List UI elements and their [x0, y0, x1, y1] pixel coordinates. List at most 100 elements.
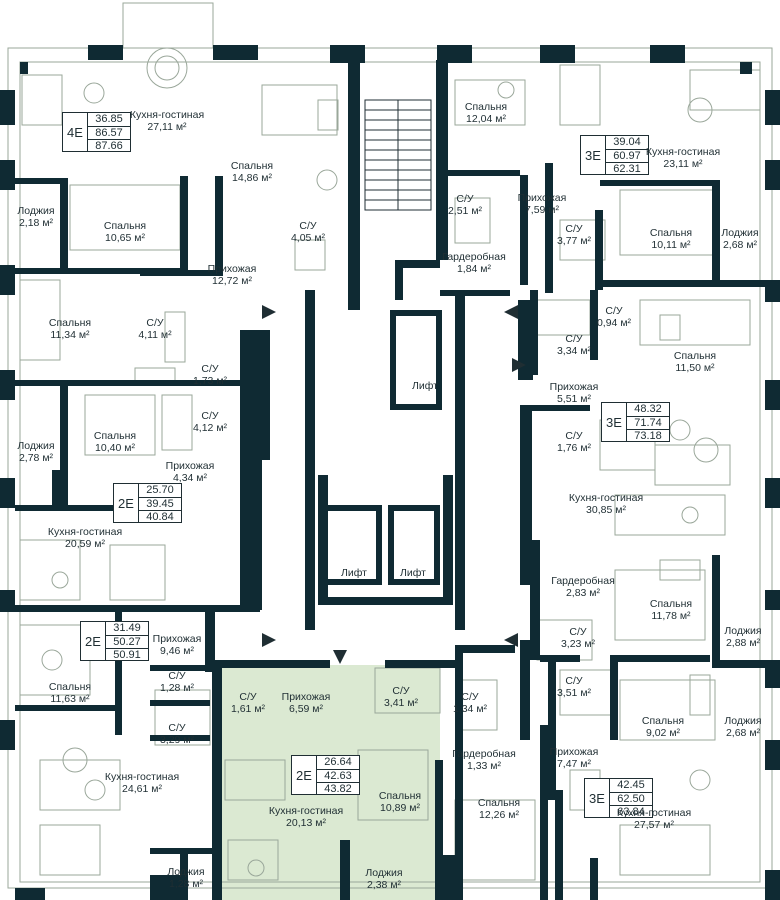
- room-area: 3,51 м²: [556, 687, 592, 699]
- room-area: 2,88 м²: [725, 637, 761, 649]
- room-area: 3,77 м²: [556, 235, 592, 247]
- area-full: 43.82: [324, 783, 352, 796]
- room-area: 1,33 м²: [466, 760, 502, 772]
- room-area: 3,34 м²: [556, 345, 592, 357]
- apartment-type: 4Е: [67, 124, 83, 140]
- room-name: С/У: [605, 305, 623, 317]
- room-name: Спальня: [378, 790, 422, 802]
- room-name: С/У: [392, 685, 410, 697]
- apartment-badge[interactable]: 3Е 39.04 60.97 62.31: [580, 135, 649, 175]
- room-name: С/У: [565, 223, 583, 235]
- apartment-badge[interactable]: 3Е 48.32 71.74 73.18: [601, 402, 670, 442]
- room-area: 23,11 м²: [663, 158, 703, 170]
- room-area: 24,61 м²: [122, 783, 162, 795]
- room-area: 2,83 м²: [565, 587, 601, 599]
- room-name: Прихожая: [152, 633, 202, 645]
- apartment-badge[interactable]: 2Е 31.49 50.27 50.91: [80, 621, 149, 661]
- area-living: 26.64: [317, 756, 359, 770]
- room-area: 1,76 м²: [556, 442, 592, 454]
- area-full: 87.66: [95, 140, 123, 153]
- room-area: 20,13 м²: [286, 817, 326, 829]
- highlighted-apartment-area: [350, 855, 440, 900]
- entrance-markers: [262, 305, 526, 664]
- apartment-areas: 26.64 42.63 43.82: [316, 756, 359, 796]
- area-living: 42.45: [610, 779, 652, 793]
- room-area: 1,84 м²: [456, 263, 492, 275]
- room-area: 1,28 м²: [168, 878, 204, 890]
- apartment-areas: 31.49 50.27 50.91: [105, 622, 148, 661]
- room-name: Прихожая: [549, 381, 599, 393]
- area-total: 62.50: [610, 793, 652, 807]
- room-area: 2,51 м²: [447, 205, 483, 217]
- area-living: 36.85: [88, 113, 130, 127]
- room-name: Кухня-гостиная: [268, 805, 344, 817]
- lift-label: Лифт: [341, 567, 367, 579]
- area-total: 86.57: [88, 127, 130, 141]
- area-total: 50.27: [106, 636, 148, 650]
- room-area: 12,26 м²: [479, 809, 519, 821]
- room-area: 11,63 м²: [50, 693, 90, 705]
- apartment-badge[interactable]: 2Е 25.70 39.45 40.84: [113, 483, 182, 523]
- room-area: 0,94 м²: [596, 317, 632, 329]
- room-area: 30,85 м²: [586, 504, 626, 516]
- room-name: Гардеробная: [442, 251, 506, 263]
- room-name: Прихожая: [165, 460, 215, 472]
- room-area: 11,50 м²: [675, 362, 715, 374]
- room-name: Спальня: [641, 715, 685, 727]
- room-area: 2,68 м²: [722, 239, 758, 251]
- room-name: Лоджия: [17, 440, 55, 452]
- room-name: С/У: [569, 626, 587, 638]
- room-name: С/У: [201, 410, 219, 422]
- room-area: 27,11 м²: [147, 121, 187, 133]
- room-area: 4,12 м²: [192, 422, 228, 434]
- room-name: С/У: [146, 317, 164, 329]
- area-full: 62.31: [613, 163, 641, 176]
- room-area: 10,89 м²: [380, 802, 420, 814]
- apartment-badge[interactable]: 3Е 42.45 62.50 63.84: [584, 778, 653, 818]
- area-living: 39.04: [606, 136, 648, 150]
- apartment-type: 3Е: [589, 790, 605, 806]
- room-area: 2,78 м²: [18, 452, 54, 464]
- room-name: С/У: [168, 722, 186, 734]
- room-name: Спальня: [93, 430, 137, 442]
- room-name: С/У: [201, 363, 219, 375]
- room-area: 4,05 м²: [290, 232, 326, 244]
- room-name: Кухня-гостиная: [645, 146, 721, 158]
- room-name: Гардеробная: [452, 748, 516, 760]
- area-total: 60.97: [606, 150, 648, 164]
- room-area: 4,34 м²: [172, 472, 208, 484]
- area-total: 42.63: [317, 770, 359, 784]
- room-area: 1,61 м²: [230, 703, 266, 715]
- area-total: 39.45: [139, 498, 181, 512]
- area-full: 73.18: [634, 430, 662, 443]
- apartment-badge[interactable]: 4Е 36.85 86.57 87.66: [62, 112, 131, 152]
- room-name: Спальня: [103, 220, 147, 232]
- apartment-badge[interactable]: 2Е 26.64 42.63 43.82: [291, 755, 360, 795]
- apartment-type: 3Е: [606, 414, 622, 430]
- room-area: 14,86 м²: [232, 172, 272, 184]
- room-name: Прихожая: [549, 746, 599, 758]
